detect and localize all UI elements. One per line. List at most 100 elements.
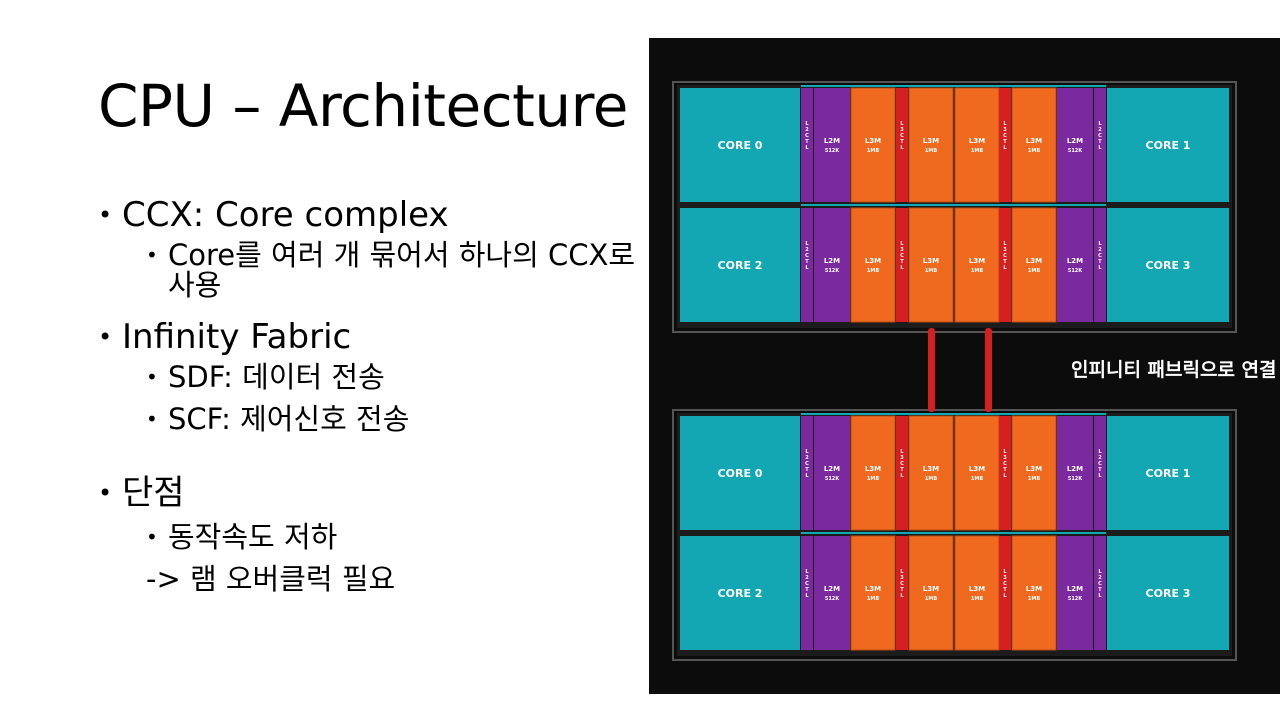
ccx-lower-row-top-l3-0 — [850, 415, 896, 531]
bullet-ccx: CCX: Core complex — [98, 196, 638, 234]
ccx-upper-row-top-l2ctl-right — [1094, 88, 1106, 202]
ccx-lower-row-bottom-l3-2-size: 1MB — [971, 596, 983, 602]
slide-title: CPU – Architecture — [98, 72, 628, 140]
sub-bullet-sdf: SDF: 데이터 전송 — [146, 362, 638, 392]
ccx-upper-row-bottom-l3-3 — [1011, 207, 1057, 323]
ccx-upper-row-top-l3-1 — [908, 87, 954, 203]
ccx-lower-row-top-l2-left — [814, 416, 850, 530]
ccx-upper-row-top-l2-right-size: 512K — [1068, 148, 1083, 154]
ccx-lower-row-bottom-l3-2 — [954, 535, 1000, 651]
ccx-lower-row-bottom-l3ctl-0 — [896, 536, 908, 650]
ccx-upper-row-top-l3-0-size: 1MB — [867, 148, 879, 154]
ccx-lower-row-top-l2-left-label: L2M — [824, 465, 840, 473]
ccx-lower-row-bottom-l2-left — [814, 536, 850, 650]
ccx-lower-row-top-l3-3-size: 1MB — [1028, 476, 1040, 482]
ccx-lower-row-top-l3-3-label: L3M — [1026, 465, 1042, 473]
ccx-upper-row-top-core-right — [1107, 88, 1229, 202]
ccx-upper-row-top-l3-3-size: 1MB — [1028, 148, 1040, 154]
ccx-upper-row-bottom-l3-0 — [850, 207, 896, 323]
ccx-lower-row-top-l2ctl-left — [801, 416, 813, 530]
ccx-lower-row-bottom-core-right-label: CORE 3 — [1146, 587, 1191, 600]
ccx-upper-row-top-l3-2-label: L3M — [969, 137, 985, 145]
ccx-lower-row-top-core-right-label: CORE 1 — [1146, 467, 1191, 480]
ccx-upper-row-top-l3-0-label: L3M — [865, 137, 881, 145]
ccx-upper-row-top-l3ctl-1 — [999, 88, 1011, 202]
ccx-lower-row-top-core-left — [680, 416, 800, 530]
ccx-upper-row-bottom-l3-0-label: L3M — [865, 257, 881, 265]
ccx-lower-row-bottom-l2-left-label: L2M — [824, 585, 840, 593]
ccx-upper-row-bottom-l2-left-size: 512K — [825, 268, 840, 274]
ccx-lower-row-top-l3-2 — [954, 415, 1000, 531]
ccx-upper-row-top-l3-2 — [954, 87, 1000, 203]
ccx-lower-row-top-l2-right-size: 512K — [1068, 476, 1083, 482]
ccx-upper-row-bottom-l2-right-size: 512K — [1068, 268, 1083, 274]
ccx-lower-row-top-l3ctl-0 — [896, 416, 908, 530]
ccx-lower-row-top-l3-2-size: 1MB — [971, 476, 983, 482]
ccx-upper-row-top-l2-right — [1057, 88, 1093, 202]
sub-bullet-scf: SCF: 제어신호 전송 — [146, 404, 638, 434]
ccx-upper-row-bottom-l3ctl-0 — [896, 208, 908, 322]
ccx-lower-row-top-l2-right-label: L2M — [1067, 465, 1083, 473]
ccx-upper-row-top-l2-left — [814, 88, 850, 202]
ccx-lower-row-top-core-right — [1107, 416, 1229, 530]
ccx-upper-row-bottom-l3-2-size: 1MB — [971, 268, 983, 274]
ccx-lower-row-bottom-core-left-label: CORE 2 — [718, 587, 763, 600]
ccx-lower-row-top-l3-1-size: 1MB — [925, 476, 937, 482]
ccx-upper-row-bottom-l2-right — [1057, 208, 1093, 322]
ccx-upper-bus-mid — [801, 204, 1106, 206]
ccx-upper-row-bottom-core-left-label: CORE 2 — [718, 259, 763, 272]
ccx-lower-row-bottom-l3-3-label: L3M — [1026, 585, 1042, 593]
ccx-upper-row-top-l3ctl-0 — [896, 88, 908, 202]
ccx-lower-row-bottom-core-right — [1107, 536, 1229, 650]
ccx-upper-row-bottom-l3-2-label: L3M — [969, 257, 985, 265]
ccx-lower-row-top-core-left-label: CORE 0 — [718, 467, 763, 480]
ccx-upper-row-bottom-l2-left — [814, 208, 850, 322]
ccx-upper-row-top-l3-1-size: 1MB — [925, 148, 937, 154]
ccx-lower-row-bottom-l2-right — [1057, 536, 1093, 650]
ccx-lower-row-bottom-l3-1-label: L3M — [923, 585, 939, 593]
ccx-upper-row-top-l3-3-label: L3M — [1026, 137, 1042, 145]
ccx-lower-row-bottom-l2ctl-right — [1094, 536, 1106, 650]
ccx-upper-row-top-l3-1-label: L3M — [923, 137, 939, 145]
ccx-lower-row-top-l3ctl-1 — [999, 416, 1011, 530]
ccx-lower-row-bottom-l3-1-size: 1MB — [925, 596, 937, 602]
ccx-lower-row-bottom-l2-left-size: 512K — [825, 596, 840, 602]
ccx-upper-row-bottom-l2ctl-right — [1094, 208, 1106, 322]
ccx-upper-bus-top — [801, 85, 1106, 87]
ccx-upper-row-top-core-left-label: CORE 0 — [718, 139, 763, 152]
ccx-lower-row-bottom-l3-0-label: L3M — [865, 585, 881, 593]
ccx-lower-row-bottom-l2-right-size: 512K — [1068, 596, 1083, 602]
ccx-upper-row-top-l2ctl-left — [801, 88, 813, 202]
ccx-upper-row-bottom-l3-0-size: 1MB — [867, 268, 879, 274]
ccx-lower-row-bottom-l3-0-size: 1MB — [867, 596, 879, 602]
ccx-upper-row-top-l2-left-label: L2M — [824, 137, 840, 145]
ccx-upper-row-bottom-core-left — [680, 208, 800, 322]
bullet-list: CCX: Core complex Core를 여러 개 묶어서 하나의 CCX… — [98, 196, 638, 594]
ccx-upper-row-bottom-core-right — [1107, 208, 1229, 322]
ccx-lower-row-top-l3-1-label: L3M — [923, 465, 939, 473]
ccx-lower-row-top-l2-left-size: 512K — [825, 476, 840, 482]
ccx-upper-row-top-l2-right-label: L2M — [1067, 137, 1083, 145]
sub-bullet-speed: 동작속도 저하 — [146, 522, 638, 552]
ccx-upper-outline — [672, 81, 1237, 333]
ccx-upper-row-bottom-l3-1-size: 1MB — [925, 268, 937, 274]
sub-bullet-ccx-desc: Core를 여러 개 묶어서 하나의 CCX로 사용 — [146, 240, 638, 300]
ccx-upper-row-bottom-l2-left-label: L2M — [824, 257, 840, 265]
fabric-link-right — [985, 328, 992, 412]
ccx-lower-row-bottom-l3-3 — [1011, 535, 1057, 651]
ccx-upper-row-top-core-right-label: CORE 1 — [1146, 139, 1191, 152]
ccx-lower-row-bottom-l2ctl-left — [801, 536, 813, 650]
ccx-lower-row-top-l3-1 — [908, 415, 954, 531]
